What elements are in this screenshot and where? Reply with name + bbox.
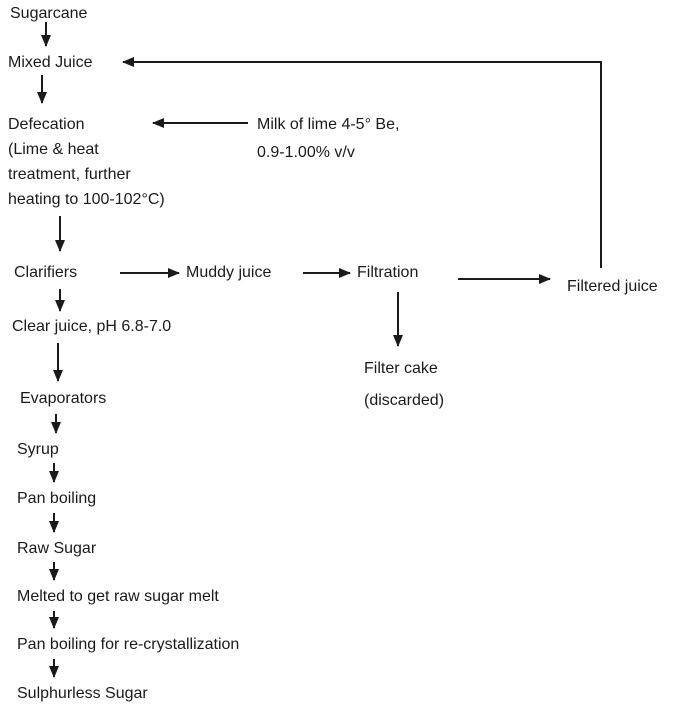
node-pan-boiling-recryst: Pan boiling for re-crystallization <box>17 636 240 653</box>
arrow-filtered-juice-to-mixed-juice <box>122 57 602 268</box>
node-clarifiers: Clarifiers <box>14 264 78 281</box>
node-filtration: Filtration <box>357 264 419 281</box>
node-sulphurless-sugar: Sulphurless Sugar <box>17 685 148 702</box>
node-clear-juice: Clear juice, pH 6.8-7.0 <box>12 318 172 335</box>
node-filter-cake: Filter cake (discarded) <box>364 353 444 417</box>
node-mixed-juice: Mixed Juice <box>8 54 93 71</box>
milk-of-lime-line-1: Milk of lime 4-5° Be, <box>257 116 400 133</box>
node-pan-boiling: Pan boiling <box>17 490 97 507</box>
milk-of-lime-line-2: 0.9-1.00% v/v <box>257 144 355 161</box>
node-defecation: Defecation (Lime & heat treatment, furth… <box>8 112 165 212</box>
node-syrup: Syrup <box>17 441 59 458</box>
node-filtered-juice: Filtered juice <box>567 278 658 295</box>
node-milk-of-lime: Milk of lime 4-5° Be, 0.9-1.00% v/v <box>257 111 399 167</box>
node-muddy-juice: Muddy juice <box>186 264 272 281</box>
node-raw-sugar: Raw Sugar <box>17 540 97 557</box>
filter-cake-line-1: Filter cake <box>364 360 438 377</box>
defecation-line-4: heating to 100-102°C) <box>8 191 165 208</box>
node-melted: Melted to get raw sugar melt <box>17 588 219 605</box>
filter-cake-line-2: (discarded) <box>364 392 445 409</box>
defecation-line-3: treatment, further <box>8 166 131 183</box>
defecation-line-2: (Lime & heat <box>8 141 99 158</box>
node-evaporators: Evaporators <box>20 390 107 407</box>
node-sugarcane: Sugarcane <box>10 5 88 22</box>
defecation-line-1: Defecation <box>8 116 85 133</box>
